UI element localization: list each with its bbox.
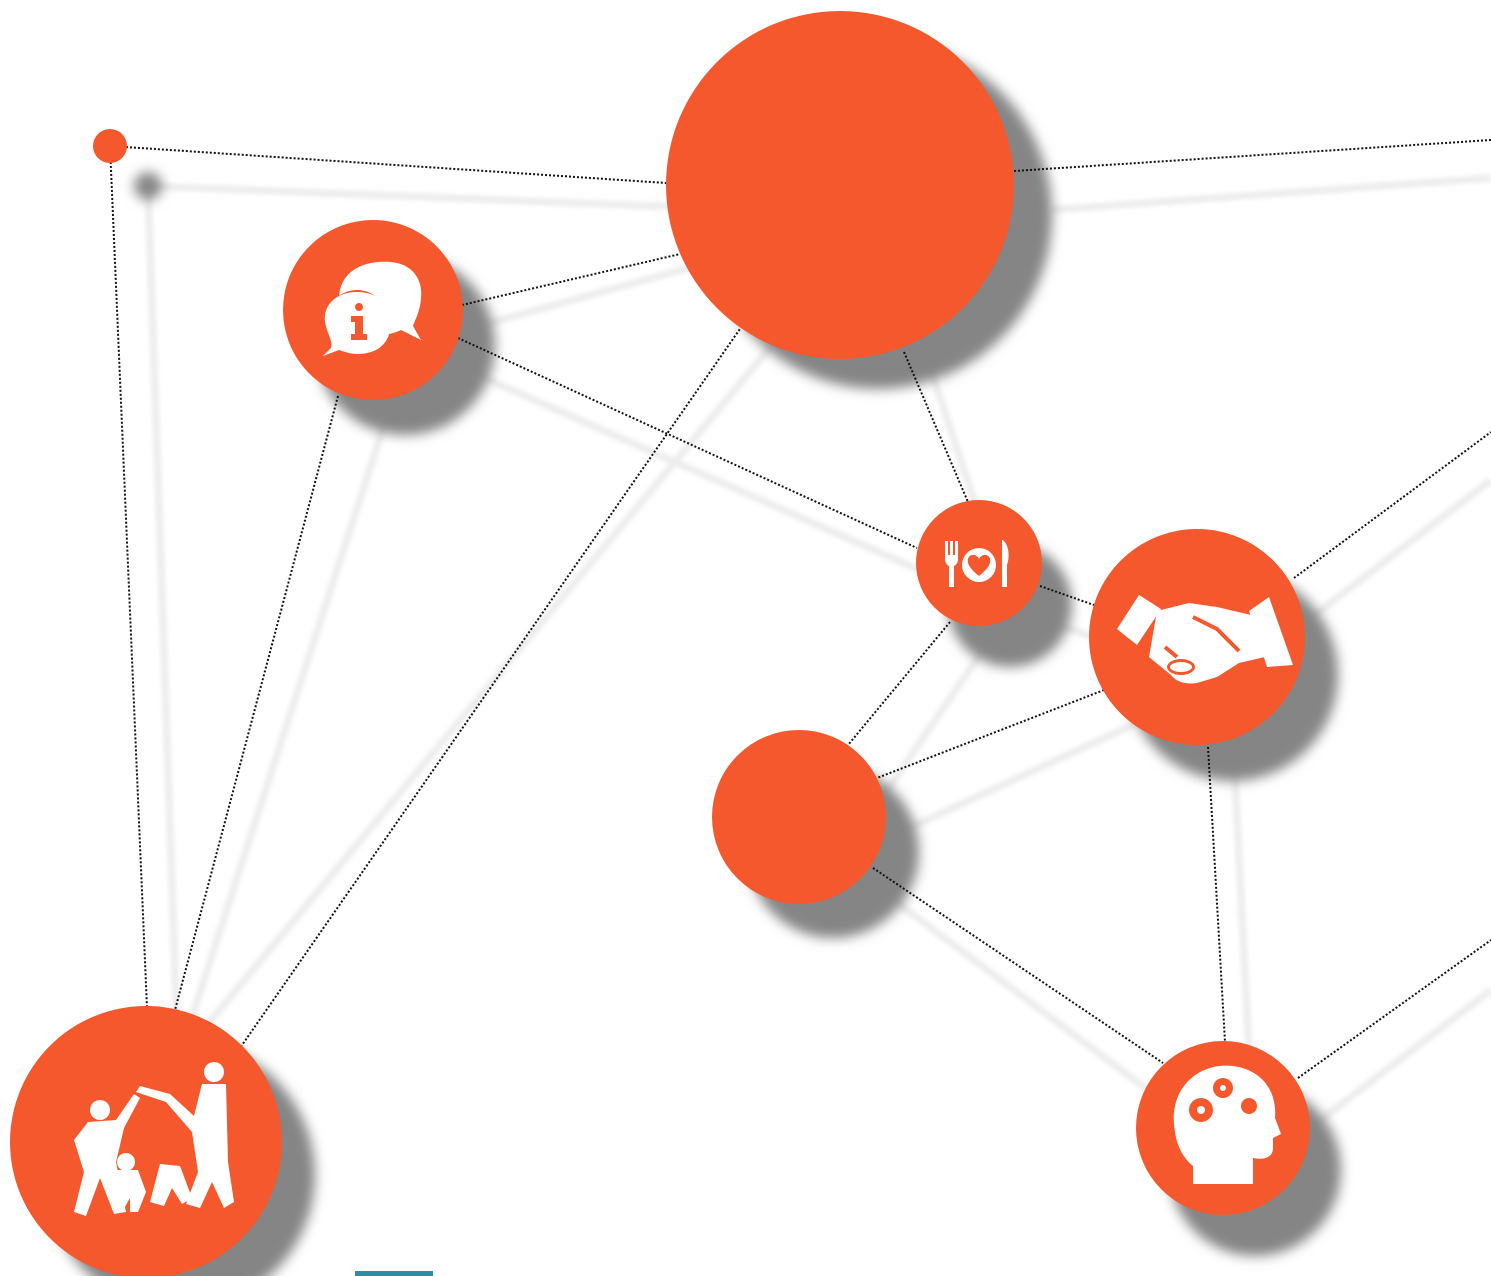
- node-plain-medium: [712, 730, 886, 904]
- shadow-line: [174, 343, 414, 1062]
- node-hub-large: [666, 11, 1014, 359]
- node-shadow: [134, 172, 162, 200]
- connector-line: [872, 867, 1164, 1064]
- connector-line: [109, 145, 148, 1009]
- connector-line: [109, 145, 667, 184]
- info-chat-bubbles-icon: [323, 261, 422, 356]
- connector-line: [461, 253, 681, 306]
- node-family: [10, 1006, 282, 1276]
- teal-bar: [355, 1271, 433, 1276]
- connector-line: [239, 325, 743, 1049]
- connector-line: [847, 621, 951, 746]
- fork-heart-knife-icon: [945, 540, 1009, 587]
- connector-line: [457, 337, 918, 549]
- connector-line: [1013, 139, 1491, 172]
- connector-line: [1039, 585, 1095, 606]
- family-play-icon: [74, 1062, 234, 1216]
- shadow-line: [144, 185, 182, 1061]
- shadow-line: [1049, 174, 1491, 214]
- connector-line: [1297, 939, 1491, 1079]
- connector-line: [903, 351, 969, 503]
- head-gears-icon: [1173, 1065, 1281, 1184]
- handshake-icon: [1117, 595, 1293, 684]
- connector-line: [876, 689, 1105, 779]
- connectors: [109, 139, 1491, 1079]
- connector-line: [1293, 431, 1491, 579]
- node-endpoint-top-left: [93, 129, 127, 163]
- connector-line: [174, 395, 339, 1011]
- shadow-line: [175, 212, 883, 1063]
- connector-line: [1207, 746, 1226, 1043]
- shadow-line: [408, 341, 1012, 614]
